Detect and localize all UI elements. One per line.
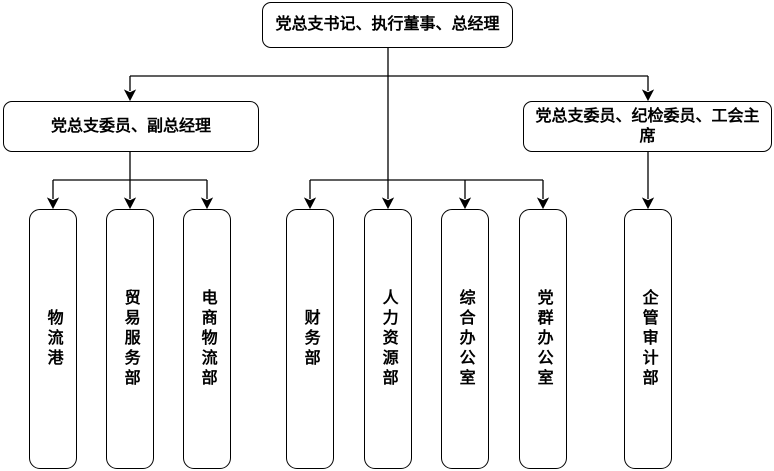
node-dept-zonghebangongshi: 综合办公室 xyxy=(441,209,489,469)
node-dept-renliziyuanbu: 人力资源部 xyxy=(364,209,412,469)
arrowhead xyxy=(641,197,655,210)
node-root: 党总支书记、执行董事、总经理 xyxy=(262,2,513,48)
arrowhead xyxy=(123,89,137,102)
arrowhead xyxy=(46,197,60,210)
node-dept-label: 电商物流部 xyxy=(198,289,216,389)
node-dept-label: 物流港 xyxy=(44,309,62,369)
node-dept-qiguanshenjibu: 企管审计部 xyxy=(624,209,672,469)
node-left-branch-label: 党总支委员、副总经理 xyxy=(50,117,211,135)
arrowhead xyxy=(123,197,137,210)
node-dept-label: 企管审计部 xyxy=(639,289,657,389)
arrowhead xyxy=(458,197,472,210)
node-dept-dangqunbangongshi: 党群办公室 xyxy=(519,209,567,469)
node-dept-label: 贸易服务部 xyxy=(121,289,139,389)
arrowhead xyxy=(641,89,655,102)
node-right-branch: 党总支委员、纪检委员、工会主席 xyxy=(523,101,772,152)
node-dept-label: 综合办公室 xyxy=(456,289,474,389)
arrowheads xyxy=(46,89,655,210)
node-dept-caiwubu: 财务部 xyxy=(286,209,334,469)
node-left-branch: 党总支委员、副总经理 xyxy=(3,101,259,152)
arrowhead xyxy=(303,197,317,210)
connector-path xyxy=(52,48,649,199)
arrowhead xyxy=(381,197,395,210)
arrowhead xyxy=(536,197,550,210)
node-dept-maoyifuwubu: 贸易服务部 xyxy=(106,209,154,469)
node-dept-label: 财务部 xyxy=(301,309,319,369)
node-dept-label: 人力资源部 xyxy=(379,289,397,389)
node-right-branch-label: 党总支委员、纪检委员、工会主席 xyxy=(535,108,760,145)
arrowhead xyxy=(200,197,214,210)
node-dept-label: 党群办公室 xyxy=(534,289,552,389)
node-dept-wuliugang: 物流港 xyxy=(29,209,77,469)
node-dept-dianshangwuliubu: 电商物流部 xyxy=(183,209,231,469)
node-root-label: 党总支书记、执行董事、总经理 xyxy=(275,16,500,34)
